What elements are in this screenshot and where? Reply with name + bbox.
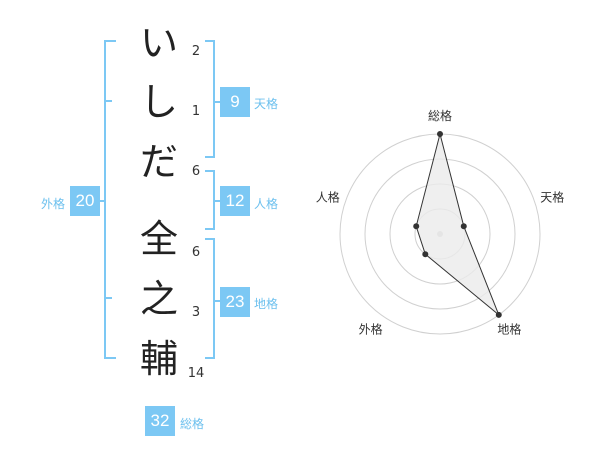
stroke-count-5: 3 xyxy=(191,305,201,320)
name-char-4: 全 xyxy=(139,217,178,261)
radar-axis-label-3: 地格 xyxy=(497,321,521,336)
radar-point-2 xyxy=(460,223,467,230)
name-char-3: だ xyxy=(139,140,178,184)
radar-data-polygon xyxy=(415,133,500,316)
radar-axis-label-1: 総格 xyxy=(428,108,452,123)
tenkaku-label: 天格 xyxy=(254,97,279,111)
radar-point-4 xyxy=(422,251,429,258)
name-char-2: し xyxy=(139,80,178,124)
stroke-count-1: 2 xyxy=(191,44,201,59)
gaikaku-label: 外格 xyxy=(41,197,66,211)
radar-axis-label-5: 人格 xyxy=(316,190,340,205)
jinkaku-value-box: 12 xyxy=(220,186,250,216)
radar-axis-label-4: 外格 xyxy=(359,321,383,336)
radar-point-5 xyxy=(413,223,420,230)
stroke-count-2: 1 xyxy=(191,104,201,119)
chikaku-label: 地格 xyxy=(254,297,279,311)
radar-axis-label-2: 天格 xyxy=(540,190,564,205)
tenkaku-value-box: 9 xyxy=(220,87,250,117)
gaikaku-value-box: 20 xyxy=(70,186,100,216)
soukaku-value-box: 32 xyxy=(145,406,175,436)
stroke-count-6: 14 xyxy=(187,366,205,381)
name-char-5: 之 xyxy=(139,277,178,321)
stroke-count-4: 6 xyxy=(191,245,201,260)
radar-point-1 xyxy=(437,131,443,137)
name-char-1: い xyxy=(139,21,178,65)
soukaku-label: 総格 xyxy=(180,417,205,431)
stroke-count-3: 6 xyxy=(191,164,201,179)
radar-point-3 xyxy=(495,311,502,318)
jinkaku-label: 人格 xyxy=(254,197,279,211)
name-char-6: 輔 xyxy=(139,337,178,381)
chikaku-value-box: 23 xyxy=(220,287,250,317)
